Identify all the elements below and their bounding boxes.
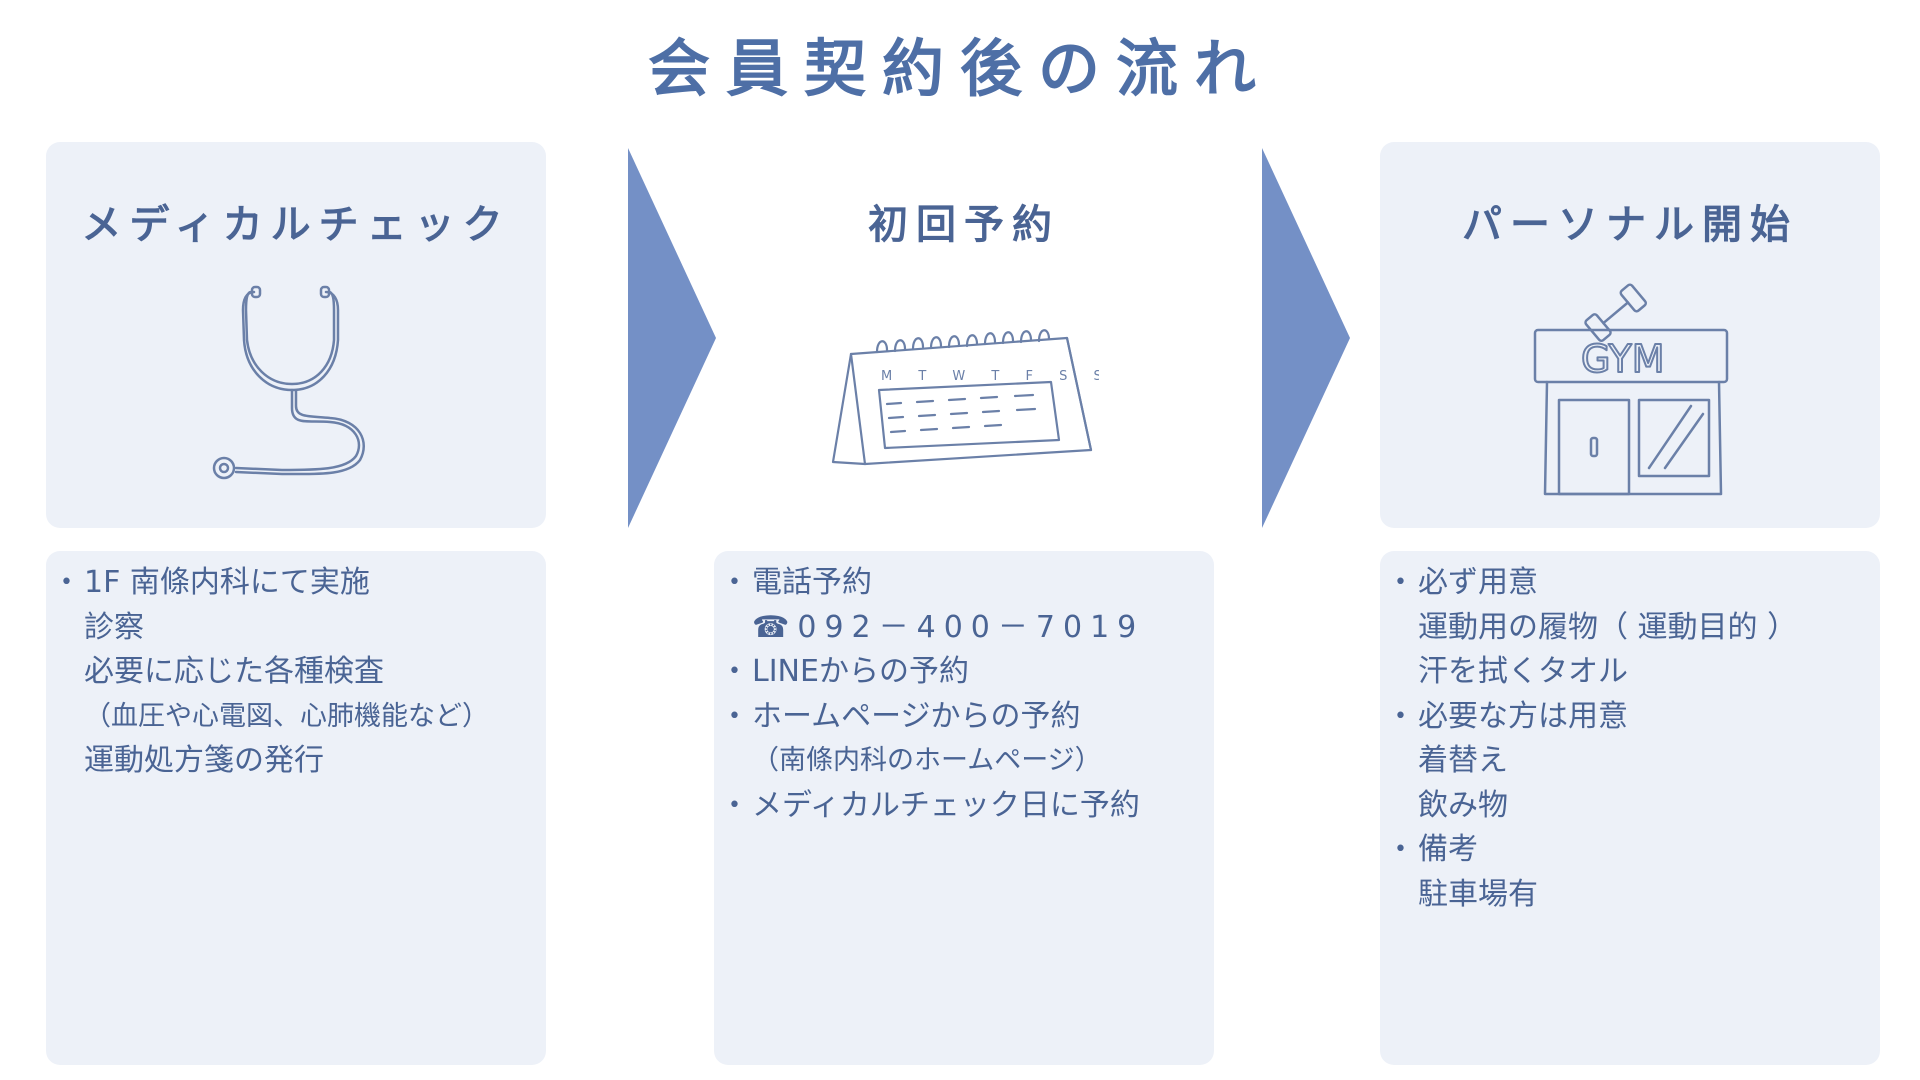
detail-line: 電話予約 xyxy=(752,565,872,600)
detail-line: 必要に応じた各種検査 xyxy=(84,654,384,689)
phone-number: ☎092－400－7019 xyxy=(752,609,1145,645)
detail-line: メディカルチェック日に予約 xyxy=(752,787,1140,823)
step-title-personal-start: パーソナル開始 xyxy=(1462,202,1798,248)
step-card-personal-start: パーソナル開始 GYM xyxy=(1380,142,1880,528)
gym-sign-text: GYM xyxy=(1581,337,1665,381)
detail-line: 1F 南條内科にて実施 xyxy=(84,565,370,600)
detail-line: 備考 xyxy=(1418,832,1478,867)
arrow-right-icon xyxy=(628,148,716,528)
detail-line: 運動処方箋の発行 xyxy=(84,743,324,778)
detail-line: 駐車場有 xyxy=(1418,876,1538,912)
detail-line: 診察 xyxy=(84,609,144,645)
list-item: • ホームページからの予約 （南條内科のホームページ） xyxy=(728,695,1198,784)
list-item: • LINEからの予約 xyxy=(728,650,1198,695)
detail-list: • 必ず用意 運動用の履物（ 運動目的 ） 汗を拭くタオル • 必要な方は用意 … xyxy=(1394,561,1864,917)
list-item: • 必ず用意 運動用の履物（ 運動目的 ） 汗を拭くタオル xyxy=(1394,561,1864,695)
step-card-medical-check: メディカルチェック xyxy=(46,142,546,528)
page-title: 会員契約後の流れ xyxy=(647,32,1272,105)
list-item: • 備考 駐車場有 xyxy=(1394,828,1864,917)
detail-line: 必要な方は用意 xyxy=(1418,698,1628,734)
arrow-right-icon xyxy=(1262,148,1350,528)
step-title-medical-check: メディカルチェック xyxy=(81,202,511,248)
detail-list: • 電話予約 ☎092－400－7019 • LINEからの予約 • ホームペー… xyxy=(728,561,1198,828)
detail-line: 汗を拭くタオル xyxy=(1418,654,1628,689)
bullet: • xyxy=(728,570,741,595)
bullet: • xyxy=(1394,837,1407,862)
bullet: • xyxy=(728,703,741,729)
step-card-first-booking: 初回予約 M T W T F S S xyxy=(714,142,1214,528)
detail-line: 運動用の履物（ 運動目的 ） xyxy=(1418,609,1798,645)
gym-building-icon: GYM xyxy=(1525,272,1735,506)
list-item: • 1F 南條内科にて実施 診察 必要に応じた各種検査 （血圧や心電図、心肺機能… xyxy=(60,561,530,784)
detail-line: 必ず用意 xyxy=(1418,565,1538,600)
detail-line: （血圧や心電図、心肺機能など） xyxy=(84,700,489,732)
detail-list: • 1F 南條内科にて実施 診察 必要に応じた各種検査 （血圧や心電図、心肺機能… xyxy=(60,561,530,784)
detail-line: 着替え xyxy=(1418,743,1508,778)
calendar-weekdays: M T W T F S S xyxy=(881,369,1099,384)
step-title-first-booking: 初回予約 xyxy=(868,202,1060,248)
detail-line: 飲み物 xyxy=(1418,787,1508,823)
detail-line: LINEからの予約 xyxy=(752,654,969,689)
bullet: • xyxy=(60,570,73,595)
detail-line: ホームページからの予約 xyxy=(752,698,1081,734)
bullet: • xyxy=(728,792,741,818)
step-details-first-booking: • 電話予約 ☎092－400－7019 • LINEからの予約 • ホームペー… xyxy=(714,551,1214,1065)
list-item: • 必要な方は用意 着替え 飲み物 xyxy=(1394,695,1864,829)
list-item: • 電話予約 ☎092－400－7019 xyxy=(728,561,1198,650)
list-item: • メディカルチェック日に予約 xyxy=(728,784,1198,829)
detail-line: （南條内科のホームページ） xyxy=(752,745,1102,776)
calendar-icon: M T W T F S S xyxy=(829,302,1102,486)
bullet: • xyxy=(728,659,741,684)
bullet: • xyxy=(1394,703,1407,729)
step-details-personal-start: • 必ず用意 運動用の履物（ 運動目的 ） 汗を拭くタオル • 必要な方は用意 … xyxy=(1380,551,1880,1065)
step-details-medical-check: • 1F 南條内科にて実施 診察 必要に応じた各種検査 （血圧や心電図、心肺機能… xyxy=(46,551,546,1065)
stethoscope-icon xyxy=(196,270,396,484)
bullet: • xyxy=(1394,570,1407,595)
